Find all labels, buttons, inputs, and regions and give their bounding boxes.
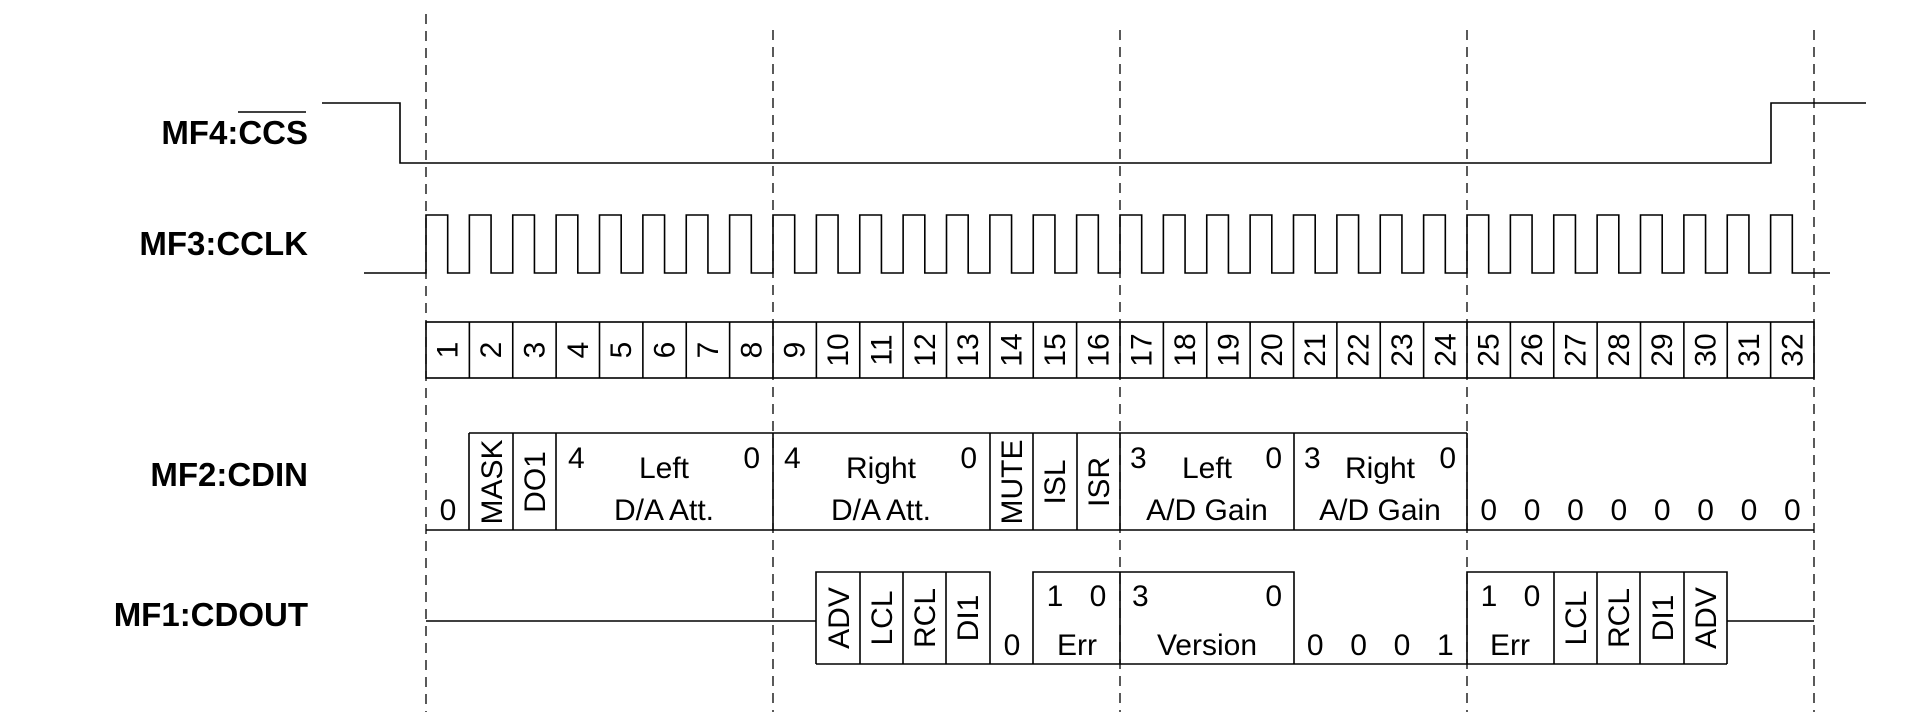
bit-number-11: 11: [865, 334, 898, 365]
bit-number-23: 23: [1386, 333, 1419, 366]
bit-number-31: 31: [1733, 333, 1766, 366]
cdin-left-ad-title: Left: [1182, 452, 1233, 485]
bit-number-17: 17: [1126, 333, 1159, 366]
cclk-waveform: [364, 214, 1830, 274]
ccs-waveform: [322, 102, 1866, 164]
cdout-err-label: Err: [1057, 629, 1097, 662]
bit-number-21: 21: [1299, 333, 1332, 366]
cdin-mask-label: MASK: [476, 439, 509, 524]
cdout-lcl2-label: LCL: [1560, 590, 1593, 645]
cdin-left-da-title: Left: [639, 452, 690, 485]
bit-number-30: 30: [1690, 333, 1723, 366]
bit-number-19: 19: [1212, 333, 1245, 366]
bit-number-27: 27: [1559, 333, 1592, 366]
ccs-signal-label: MF4:CCS: [161, 114, 308, 151]
bit-number-2: 2: [475, 342, 508, 359]
cdout-adv-label: ADV: [823, 587, 856, 649]
cdin-zero-bit-31: 0: [1741, 494, 1758, 527]
bit-number-14: 14: [996, 333, 1029, 366]
cdout-err-bit0: 0: [1090, 580, 1107, 613]
cdin-left-da-subtitle: D/A Att.: [614, 494, 714, 527]
bit-number-29: 29: [1646, 333, 1679, 366]
cdin-right-ad-subtitle: A/D Gain: [1319, 494, 1441, 527]
cdout-bit-23: 0: [1394, 629, 1411, 662]
cdout-version-lsb: 0: [1265, 580, 1282, 613]
cdout-di1-2-label: DI1: [1647, 595, 1680, 642]
cdout-bit-24: 1: [1437, 629, 1454, 662]
cdin-zero-bit-30: 0: [1697, 494, 1714, 527]
bit-number-24: 24: [1429, 333, 1462, 366]
cdin-bit1-zero: 0: [440, 494, 457, 527]
cdin-zero-bit-28: 0: [1610, 494, 1627, 527]
bit-number-3: 3: [518, 342, 551, 359]
bit-number-6: 6: [649, 342, 682, 359]
bit-number-4: 4: [562, 342, 595, 359]
bit-number-1: 1: [432, 342, 465, 359]
cdout-bit14-zero: 0: [1004, 629, 1021, 662]
cclk-signal-label: MF3:CCLK: [139, 225, 308, 262]
cdin-zero-bit-26: 0: [1524, 494, 1541, 527]
bit-number-13: 13: [952, 333, 985, 366]
cdin-isr-label: ISR: [1083, 457, 1116, 507]
cdout-err2-bit1: 1: [1481, 580, 1498, 613]
bit-number-12: 12: [909, 333, 942, 366]
bit-number-26: 26: [1516, 333, 1549, 366]
bit-number-28: 28: [1603, 333, 1636, 366]
cdout-err2-label: Err: [1490, 629, 1530, 662]
bit-number-32: 32: [1776, 333, 1809, 366]
cdout-rcl2-label: RCL: [1603, 588, 1636, 648]
bit-number-10: 10: [822, 333, 855, 366]
cdin-right-ad-title: Right: [1345, 452, 1416, 485]
bit-number-8: 8: [735, 342, 768, 359]
cdin-left-ad-lsb: 0: [1265, 442, 1282, 475]
cdin-right-da-lsb: 0: [960, 442, 977, 475]
bit-number-9: 9: [779, 342, 812, 359]
cdin-zero-bit-27: 0: [1567, 494, 1584, 527]
cdout-di1-label: DI1: [952, 595, 985, 642]
cdin-right-ad-lsb: 0: [1439, 442, 1456, 475]
cdin-right-da-msb: 4: [784, 442, 801, 475]
cdin-frame: 0 MASK DO1 4 0 Left D/A Att. 4 0 Right D…: [426, 432, 1814, 531]
cdin-right-da-title: Right: [846, 452, 917, 485]
cdin-zero-bit-29: 0: [1654, 494, 1671, 527]
cdin-zero-bit-32: 0: [1784, 494, 1801, 527]
cdout-version-label: Version: [1157, 629, 1257, 662]
cdin-do1-label: DO1: [519, 451, 552, 513]
bit-number-18: 18: [1169, 333, 1202, 366]
bit-number-22: 22: [1343, 333, 1376, 366]
cdin-left-ad-msb: 3: [1130, 442, 1147, 475]
cdin-signal-label: MF2:CDIN: [150, 456, 308, 493]
cdout-err2-bit0: 0: [1524, 580, 1541, 613]
cdin-isl-label: ISL: [1039, 459, 1072, 504]
cdin-left-da-msb: 4: [568, 442, 585, 475]
bit-number-7: 7: [692, 342, 725, 359]
bit-number-20: 20: [1256, 333, 1289, 366]
cdout-block-mid-outline: [1032, 571, 1295, 664]
cdout-adv2-label: ADV: [1690, 587, 1723, 649]
cdout-rcl-label: RCL: [909, 588, 942, 648]
bit-number-16: 16: [1082, 333, 1115, 366]
cdin-left-ad-subtitle: A/D Gain: [1146, 494, 1268, 527]
cdout-lcl-label: LCL: [866, 590, 899, 645]
bit-number-15: 15: [1039, 333, 1072, 366]
bit-number-25: 25: [1473, 333, 1506, 366]
cdout-bit-21: 0: [1307, 629, 1324, 662]
cdin-right-da-subtitle: D/A Att.: [831, 494, 931, 527]
cdout-version-msb: 3: [1132, 580, 1149, 613]
cdout-bit-22: 0: [1350, 629, 1367, 662]
cdin-left-da-lsb: 0: [743, 442, 760, 475]
cdin-zero-bit-25: 0: [1480, 494, 1497, 527]
cdout-err-bit1: 1: [1047, 580, 1064, 613]
cdin-right-ad-msb: 3: [1304, 442, 1321, 475]
bit-number-5: 5: [605, 342, 638, 359]
cdout-signal-label: MF1:CDOUT: [114, 596, 308, 633]
cdin-mute-label: MUTE: [996, 440, 1029, 525]
